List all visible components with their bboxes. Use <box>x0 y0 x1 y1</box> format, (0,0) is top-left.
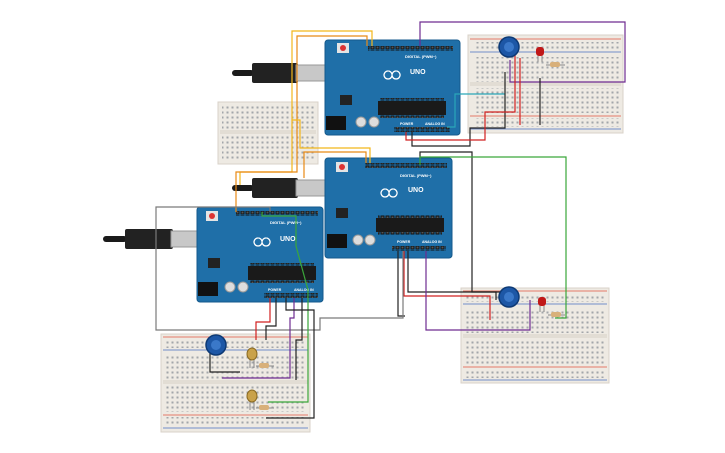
digital-header-label: DIGITAL (PWM~) <box>400 173 432 178</box>
analog-header-label: ANALOG IN <box>425 122 445 126</box>
power-header-label: POWER <box>400 122 414 126</box>
resistor-icon[interactable] <box>548 312 565 317</box>
arduino-logo-icon <box>380 188 398 198</box>
breadboard-bottom-right[interactable] <box>460 287 610 384</box>
usb-cable-icon[interactable] <box>232 63 329 83</box>
wire-teal <box>447 93 505 128</box>
wire-gray <box>155 206 404 331</box>
led-icon[interactable] <box>536 47 544 62</box>
breadboard-small-left[interactable] <box>217 101 319 165</box>
arduino-logo-icon <box>383 70 401 80</box>
wire-black <box>266 298 315 419</box>
wire-black <box>265 298 277 340</box>
wire-red <box>403 251 491 320</box>
arduino-logo-icon <box>253 237 271 247</box>
analog-header-label: ANALOG IN <box>294 288 314 292</box>
board-model-label: UNO <box>408 187 424 194</box>
board-model-label: UNO <box>280 236 296 243</box>
digital-header-label: DIGITAL (PWM~) <box>270 220 302 225</box>
arduino-board-middle[interactable]: DIGITAL (PWM~) UNO POWER ANALOG IN <box>324 157 453 259</box>
wire-orange <box>303 151 367 178</box>
breadboard-top-right[interactable] <box>467 34 624 134</box>
arduino-board-top[interactable]: DIGITAL (PWM~) UNO POWER ANALOG IN <box>324 39 461 136</box>
wire-purple <box>419 21 626 83</box>
power-header-label: POWER <box>397 240 411 244</box>
led-icon[interactable] <box>538 297 546 312</box>
wire-purple <box>222 298 295 379</box>
wire-yellow <box>239 30 373 185</box>
potentiometer-icon[interactable] <box>498 36 520 58</box>
photoresistor-icon[interactable] <box>246 389 258 410</box>
wire-green <box>419 156 567 319</box>
analog-header-label: ANALOG IN <box>422 240 442 244</box>
digital-header-label: DIGITAL (PWM~) <box>405 54 437 59</box>
potentiometer-icon[interactable] <box>498 286 520 308</box>
wire-black <box>407 251 497 300</box>
resistor-icon[interactable] <box>546 62 565 67</box>
board-model-label: UNO <box>410 69 426 76</box>
resistor-icon[interactable] <box>256 405 274 410</box>
resistor-icon[interactable] <box>256 363 274 368</box>
wires <box>155 21 626 419</box>
wire-black <box>295 298 303 380</box>
arduino-board-bottom[interactable]: DIGITAL (PWM~) UNO POWER ANALOG IN <box>196 206 324 303</box>
wire-yellow <box>292 119 371 163</box>
wire-black <box>209 352 240 373</box>
wire-black <box>411 72 506 147</box>
power-header-label: POWER <box>268 288 282 292</box>
photoresistor-icon[interactable] <box>246 347 258 368</box>
wire-orange <box>235 35 368 212</box>
usb-cable-icon[interactable] <box>103 229 204 249</box>
wire-red <box>405 52 516 141</box>
wire-green <box>261 212 309 403</box>
potentiometer-icon[interactable] <box>205 334 227 356</box>
usb-cable-icon[interactable] <box>232 178 329 198</box>
wire-purple <box>425 251 531 331</box>
wire-red <box>255 298 271 340</box>
breadboard-bottom-left[interactable] <box>160 333 311 433</box>
